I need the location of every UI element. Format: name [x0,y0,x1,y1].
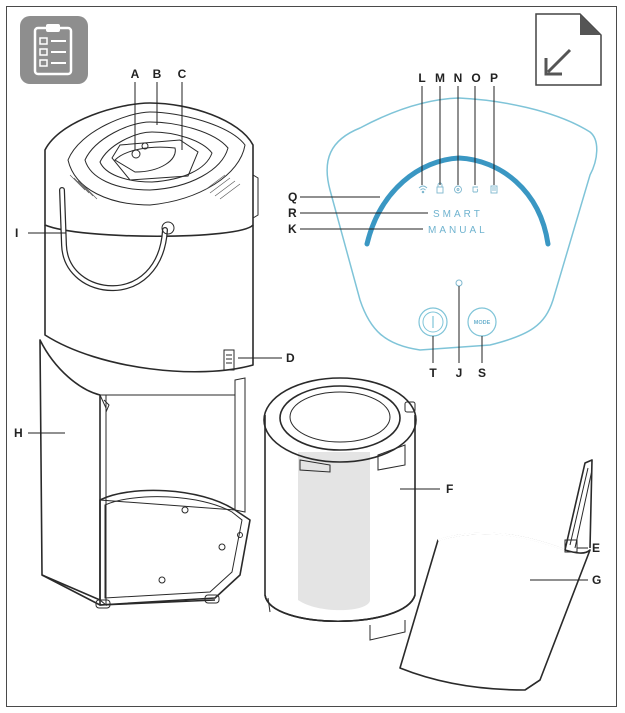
purifier-unit [39,102,259,609]
side-panel-cover [399,459,593,691]
callout-labels: A B C D E F G H I J K L M N O P Q R S T [14,67,601,587]
label-I: I [15,226,18,240]
timer-icon [472,186,479,193]
label-F: F [446,482,453,496]
mode-button-label: MODE [474,320,491,326]
label-H: H [14,426,23,440]
label-L: L [418,71,425,85]
fan-icon [454,185,462,194]
leader-lines [28,82,588,581]
label-G: G [592,573,601,587]
label-C: C [178,67,187,81]
indicator-arc [364,155,551,247]
smart-text: SMART [433,209,483,220]
figure-frame [6,6,617,707]
power-button[interactable] [418,307,448,337]
label-R: R [288,206,297,220]
sensor-dot [455,279,463,287]
panel-outline [326,97,598,351]
label-K: K [288,222,297,236]
checklist-icon [20,16,88,84]
label-Q: Q [288,190,297,204]
label-M: M [435,71,445,85]
label-B: B [153,67,162,81]
control-panel: SMART MANUAL MODE [326,97,598,351]
label-E: E [592,541,600,555]
label-N: N [454,71,463,85]
mode-button[interactable]: MODE [467,307,497,337]
label-P: P [490,71,498,85]
label-D: D [286,351,295,365]
label-A: A [131,67,140,81]
filter-icon [490,185,498,194]
arrow-down-left-icon [535,13,602,86]
wifi-icon [418,185,428,194]
manual-text: MANUAL [428,225,488,236]
filter-cartridge [263,377,417,641]
label-S: S [478,366,486,380]
label-J: J [456,366,463,380]
label-T: T [429,366,437,380]
label-O: O [471,71,480,85]
